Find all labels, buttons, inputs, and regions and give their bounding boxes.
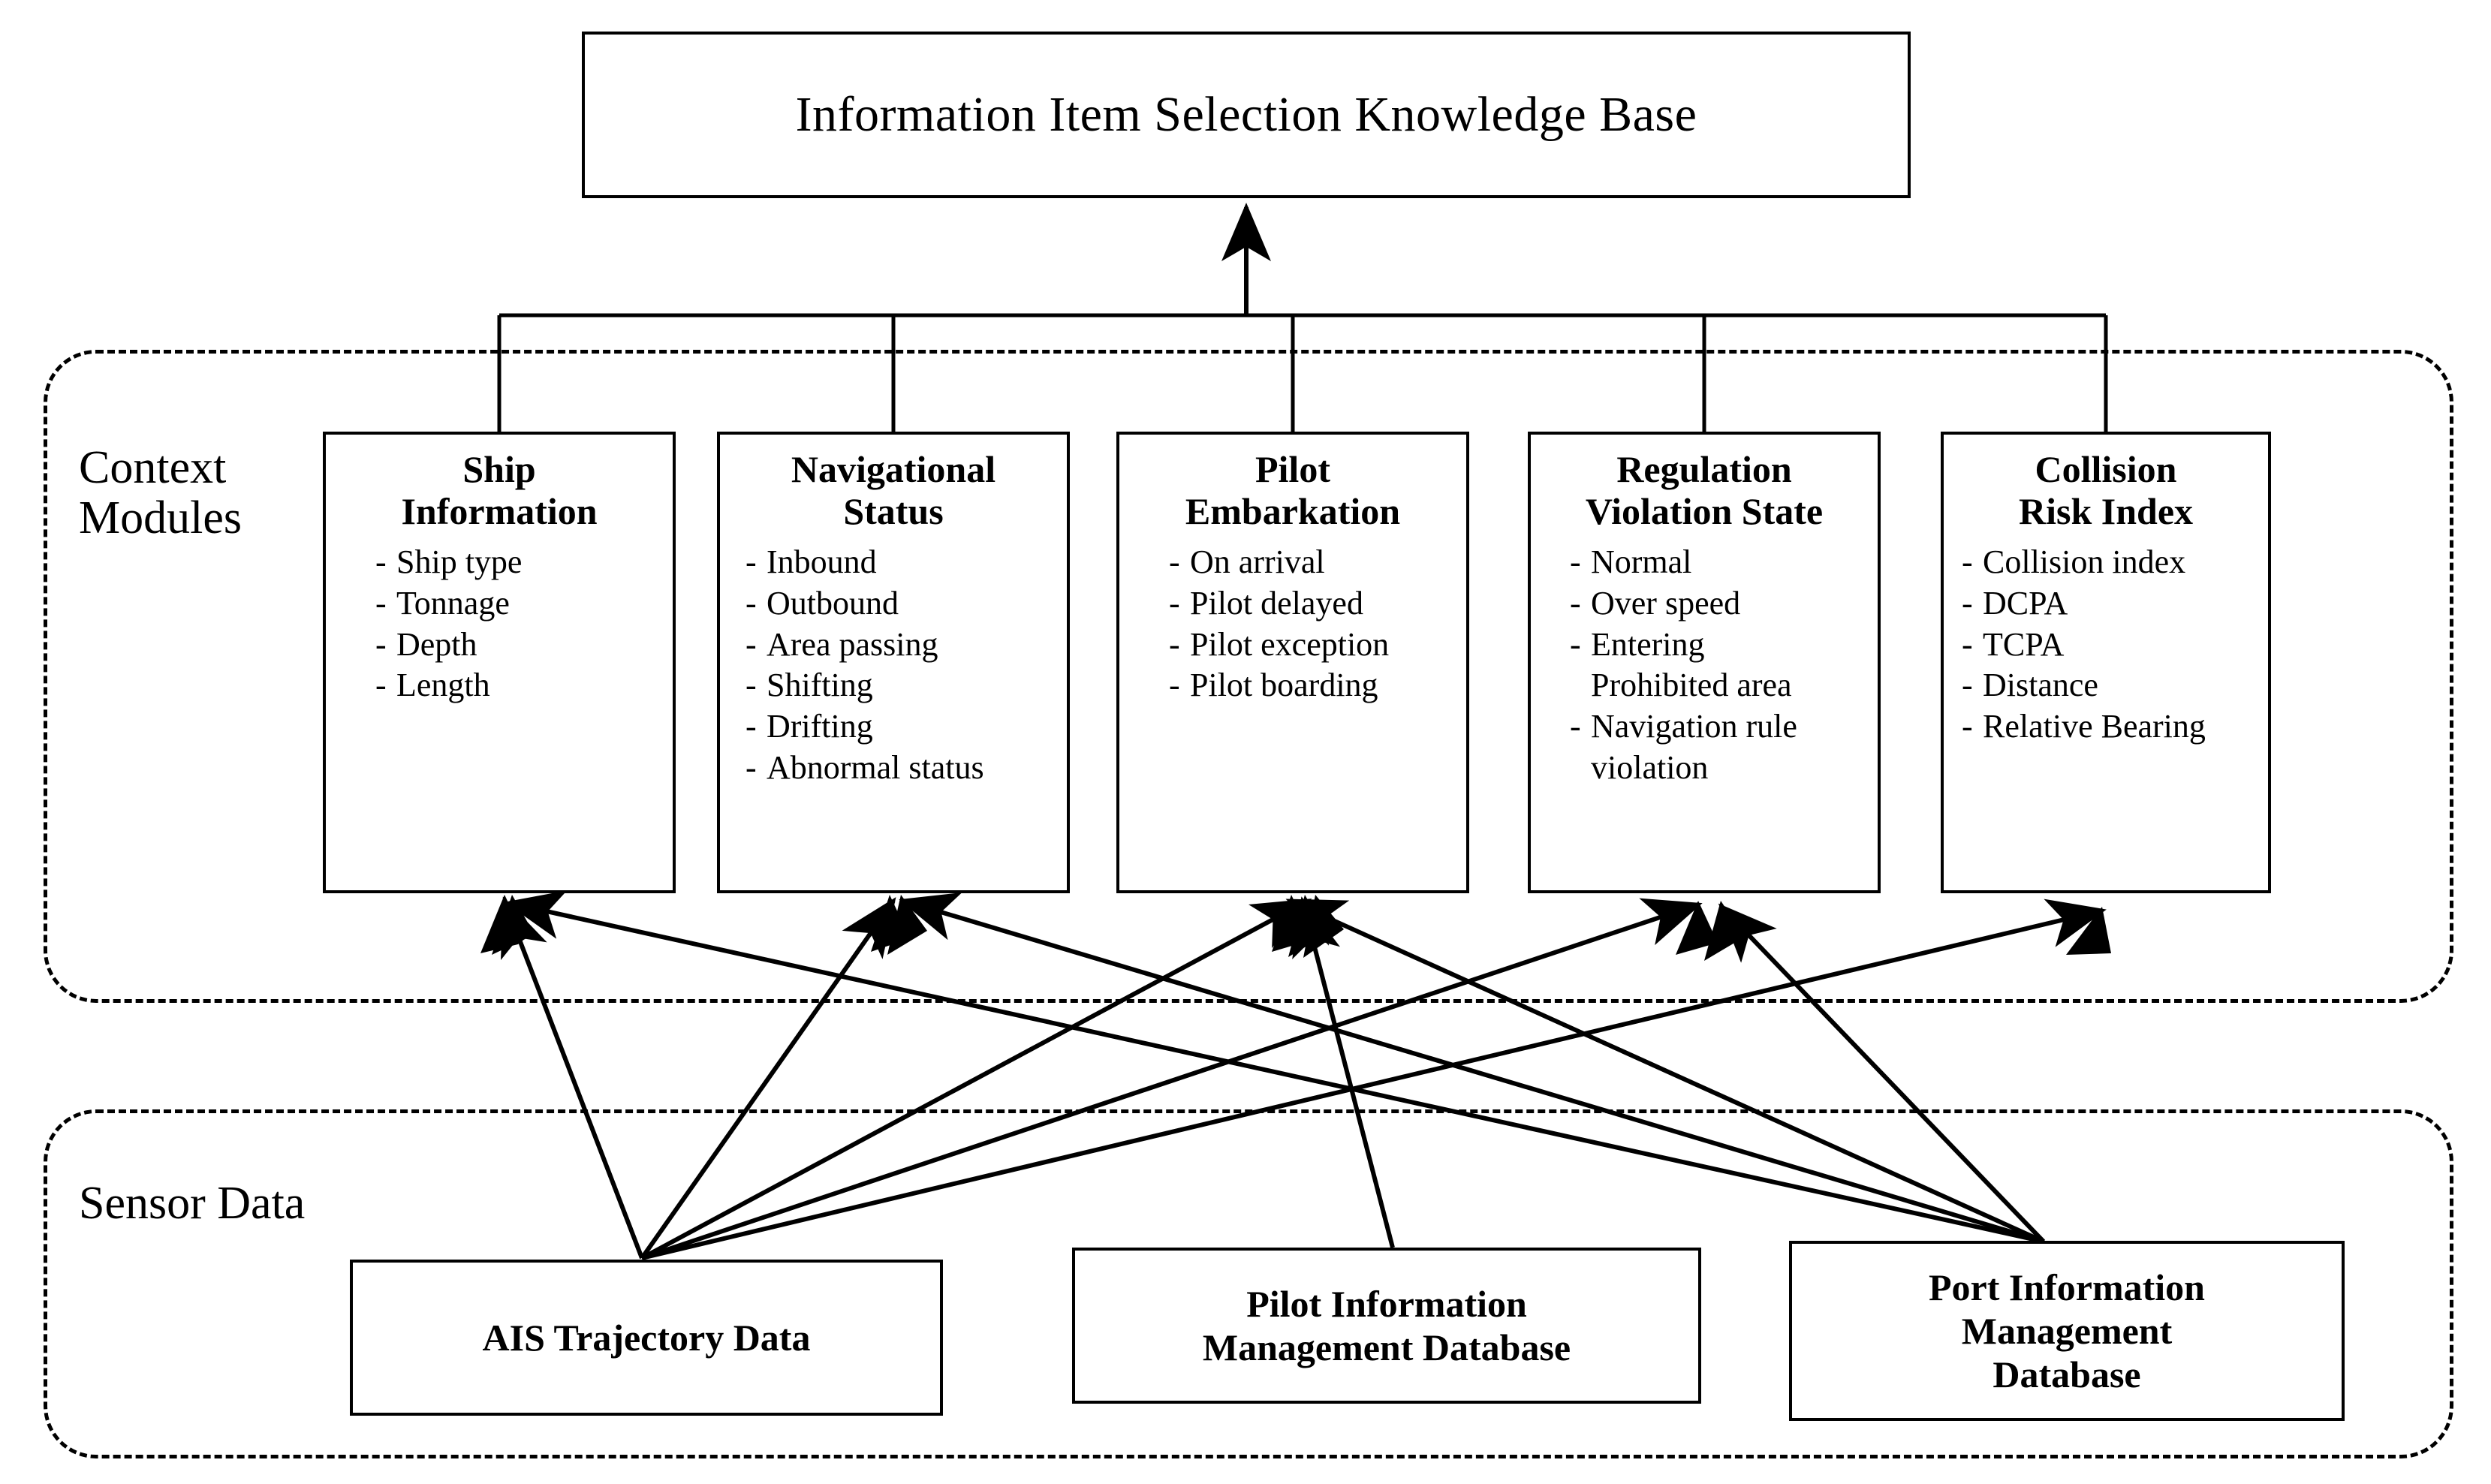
module-item-list: Collision index DCPA TCPA Distance Relat… — [1951, 543, 2261, 747]
module-item: Collision index — [1957, 543, 2261, 582]
module-item: Tonnage — [368, 584, 665, 624]
module-item: Normal — [1562, 543, 1870, 582]
module-item-list: Inbound Outbound Area passing Shifting D… — [727, 543, 1059, 788]
module-item: Outbound — [738, 584, 1059, 624]
context-module-collision-risk-index[interactable]: Collision Risk Index Collision index DCP… — [1941, 432, 2271, 893]
context-module-ship-information[interactable]: Ship Information Ship type Tonnage Depth… — [323, 432, 676, 893]
module-item: Pilot delayed — [1161, 584, 1459, 624]
knowledge-base-box[interactable]: Information Item Selection Knowledge Bas… — [582, 32, 1911, 198]
module-item: Navigation rule — [1562, 707, 1870, 747]
context-module-regulation-violation-state[interactable]: Regulation Violation State Normal Over s… — [1528, 432, 1881, 893]
module-item-continuation: violation — [1591, 748, 1709, 786]
module-title: Navigational Status — [791, 448, 996, 532]
module-item: Pilot boarding — [1161, 666, 1459, 706]
sensor-source-port-information-management-database[interactable]: Port Information Management Database — [1789, 1241, 2345, 1421]
source-title: Port Information Management Database — [1929, 1266, 2205, 1395]
source-title: Pilot Information Management Database — [1202, 1283, 1571, 1368]
module-item-list: Normal Over speed Entering Prohibited ar… — [1538, 543, 1870, 788]
module-item: DCPA — [1957, 584, 2261, 624]
module-item: Ship type — [368, 543, 665, 582]
source-title: AIS Trajectory Data — [482, 1317, 811, 1359]
module-item: Shifting — [738, 666, 1059, 706]
sensor-source-ais-trajectory-data[interactable]: AIS Trajectory Data — [350, 1260, 943, 1416]
module-item: Relative Bearing — [1957, 707, 2261, 747]
module-item: Pilot exception — [1161, 625, 1459, 665]
context-modules-label: Context Modules — [79, 442, 242, 543]
module-item: Distance — [1957, 666, 2261, 706]
module-item: TCPA — [1957, 625, 2261, 665]
module-title: Collision Risk Index — [2018, 448, 2194, 532]
context-module-pilot-embarkation[interactable]: Pilot Embarkation On arrival Pilot delay… — [1116, 432, 1469, 893]
module-item-continuation: Prohibited area — [1591, 667, 1792, 704]
sensor-source-pilot-information-management-database[interactable]: Pilot Information Management Database — [1072, 1248, 1701, 1404]
context-module-navigational-status[interactable]: Navigational Status Inbound Outbound Are… — [717, 432, 1070, 893]
module-title: Pilot Embarkation — [1185, 448, 1401, 532]
module-title: Regulation Violation State — [1585, 448, 1824, 532]
module-item: Drifting — [738, 707, 1059, 747]
sensor-data-label: Sensor Data — [79, 1178, 306, 1229]
module-item: Area passing — [738, 625, 1059, 665]
module-item: Abnormal status — [738, 748, 1059, 788]
module-item: On arrival — [1161, 543, 1459, 582]
module-item-list: On arrival Pilot delayed Pilot exception… — [1127, 543, 1459, 706]
module-item: Length — [368, 666, 665, 706]
knowledge-base-title: Information Item Selection Knowledge Bas… — [795, 87, 1697, 142]
module-title: Ship Information — [401, 448, 598, 532]
module-item: Depth — [368, 625, 665, 665]
module-item: Inbound — [738, 543, 1059, 582]
module-item-list: Ship type Tonnage Depth Length — [333, 543, 665, 706]
module-item: Entering — [1562, 625, 1870, 665]
module-item: Over speed — [1562, 584, 1870, 624]
